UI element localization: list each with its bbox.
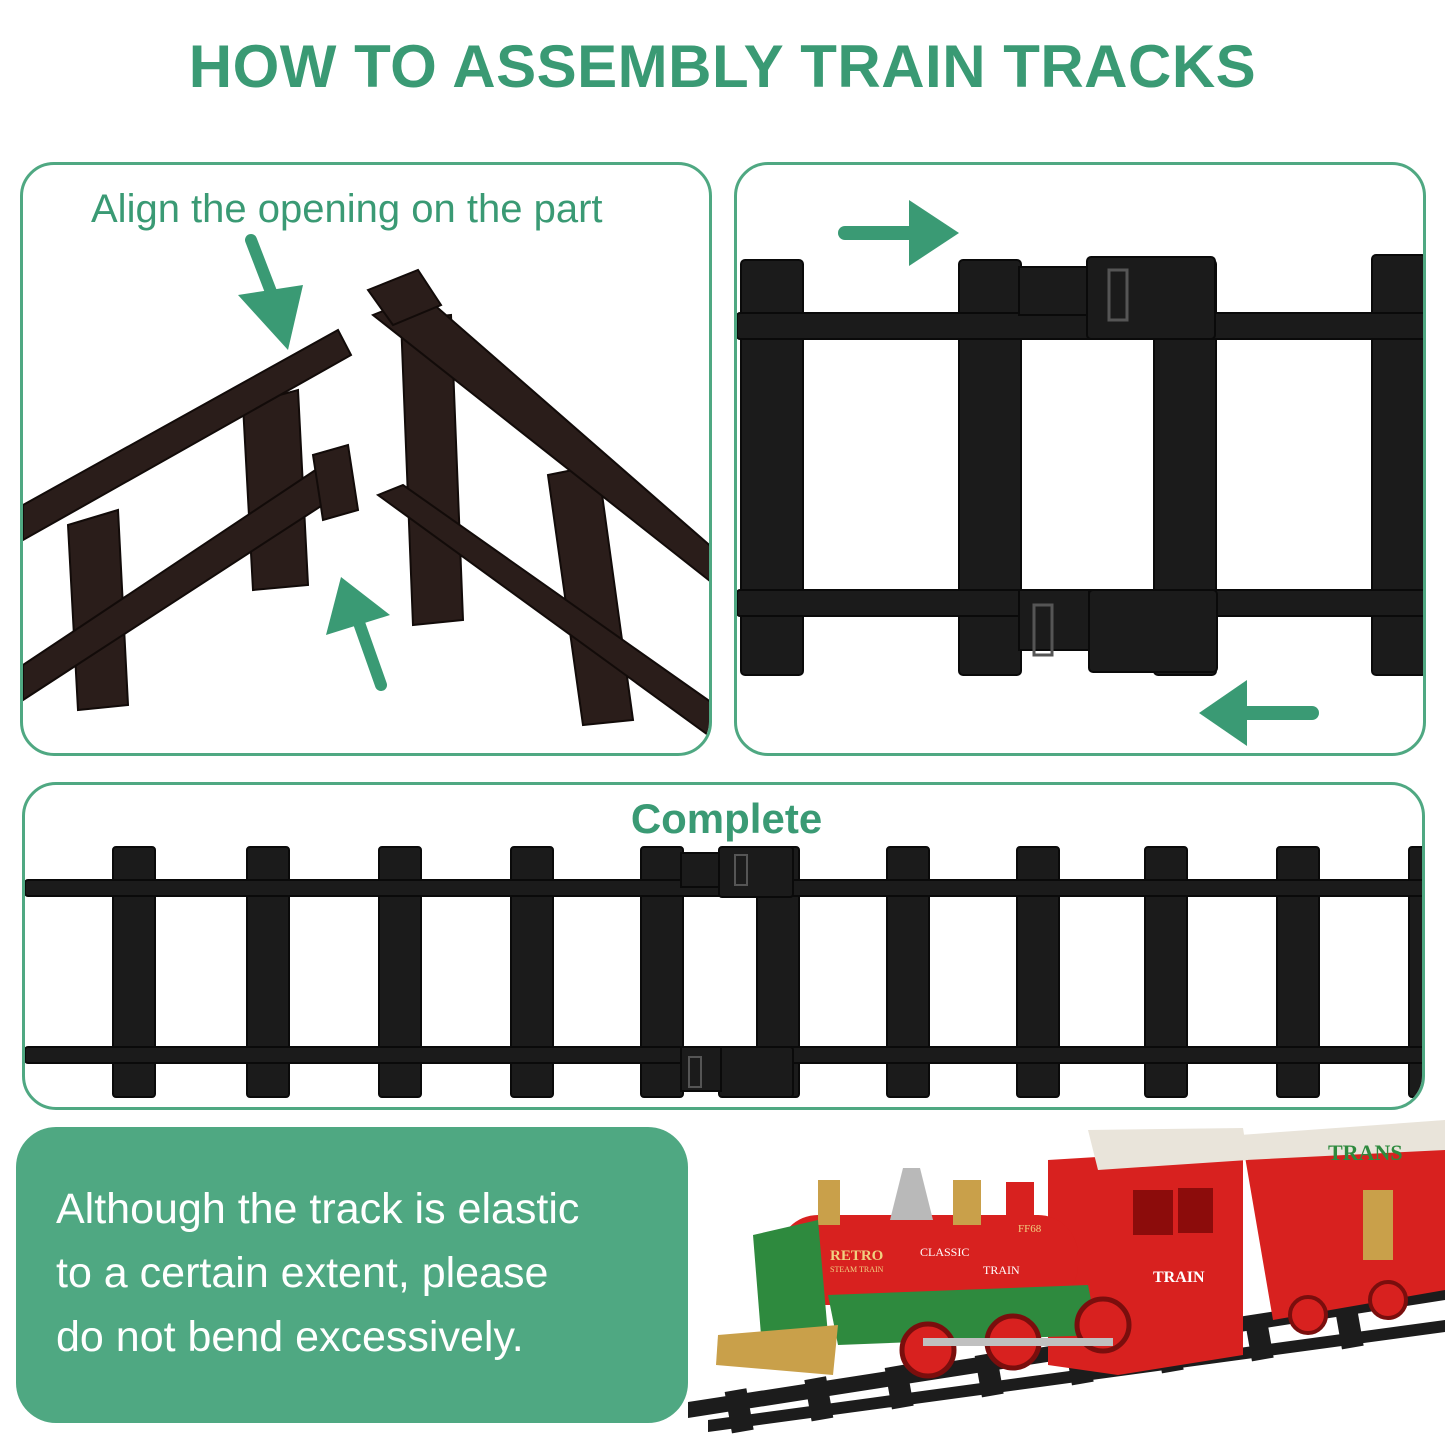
connector-top-body bbox=[1018, 266, 1090, 316]
connector-bottom-body bbox=[718, 1046, 794, 1098]
rail-connector bbox=[366, 268, 443, 327]
step-complete-panel: Complete bbox=[22, 782, 1425, 1110]
locomotive-logo-sub: STEAM TRAIN bbox=[830, 1265, 884, 1274]
locomotive-boiler: CLASSIC TRAIN FF68 RETRO STEAM TRAIN bbox=[716, 1168, 1132, 1379]
complete-caption: Complete bbox=[630, 795, 823, 842]
boiler-label-train: TRAIN bbox=[983, 1263, 1020, 1277]
sleeper bbox=[1144, 846, 1188, 1098]
rail bbox=[375, 483, 709, 737]
step-connect-panel bbox=[734, 162, 1426, 756]
arrow-down-right-icon bbox=[238, 234, 303, 350]
rail-connector bbox=[311, 443, 360, 522]
arrow-up-left-icon bbox=[326, 577, 390, 691]
arrow-right-icon bbox=[838, 200, 959, 266]
sleeper bbox=[1016, 846, 1060, 1098]
locomotive-cab: TRAIN bbox=[1048, 1128, 1248, 1375]
rail bbox=[23, 328, 353, 542]
note-line-2: to a certain extent, please bbox=[56, 1249, 549, 1297]
carriage-label: TRANS bbox=[1328, 1140, 1403, 1165]
sleeper bbox=[740, 259, 804, 676]
connector-bottom-body bbox=[1088, 589, 1218, 673]
step-align-panel: Align the opening on the part bbox=[20, 162, 712, 756]
sleeper bbox=[246, 846, 290, 1098]
sleeper bbox=[1371, 254, 1423, 676]
warning-note-text: Although the track is elastic to a certa… bbox=[56, 1177, 676, 1369]
cab-number: FF68 bbox=[1018, 1223, 1042, 1235]
carriage: TRANS bbox=[1240, 1120, 1445, 1335]
sleeper bbox=[112, 846, 156, 1098]
sleeper bbox=[886, 846, 930, 1098]
connector-bottom bbox=[1018, 589, 1090, 651]
train-svg: TRANS TRAIN CLASSIC TRAIN FF68 RETRO bbox=[688, 1120, 1445, 1434]
cab-side-label: TRAIN bbox=[1153, 1269, 1205, 1286]
connector-top bbox=[718, 846, 794, 898]
complete-track-illustration bbox=[25, 846, 1422, 1098]
sleeper bbox=[378, 846, 422, 1098]
locomotive-logo: RETRO bbox=[830, 1248, 883, 1264]
connected-tracks-illustration bbox=[737, 200, 1423, 746]
sleeper bbox=[1408, 846, 1422, 1098]
connector-top bbox=[1086, 256, 1216, 340]
note-line-1: Although the track is elastic bbox=[56, 1185, 580, 1233]
boiler-label-classic: CLASSIC bbox=[920, 1245, 969, 1259]
connector-top-body bbox=[680, 852, 722, 888]
rail-top bbox=[737, 312, 1423, 340]
align-caption: Align the opening on the part bbox=[91, 187, 603, 231]
sleeper bbox=[640, 846, 684, 1098]
angled-tracks-illustration bbox=[23, 234, 709, 737]
note-line-3: do not bend excessively. bbox=[56, 1313, 524, 1361]
arrow-left-icon bbox=[1199, 680, 1319, 746]
sleeper bbox=[510, 846, 554, 1098]
sleeper bbox=[1276, 846, 1320, 1098]
page-title: HOW TO ASSEMBLY TRAIN TRACKS bbox=[188, 33, 1257, 100]
sleeper bbox=[958, 259, 1022, 676]
warning-note: Although the track is elastic to a certa… bbox=[16, 1127, 688, 1423]
train-illustration: TRANS TRAIN CLASSIC TRAIN FF68 RETRO bbox=[688, 1120, 1445, 1445]
